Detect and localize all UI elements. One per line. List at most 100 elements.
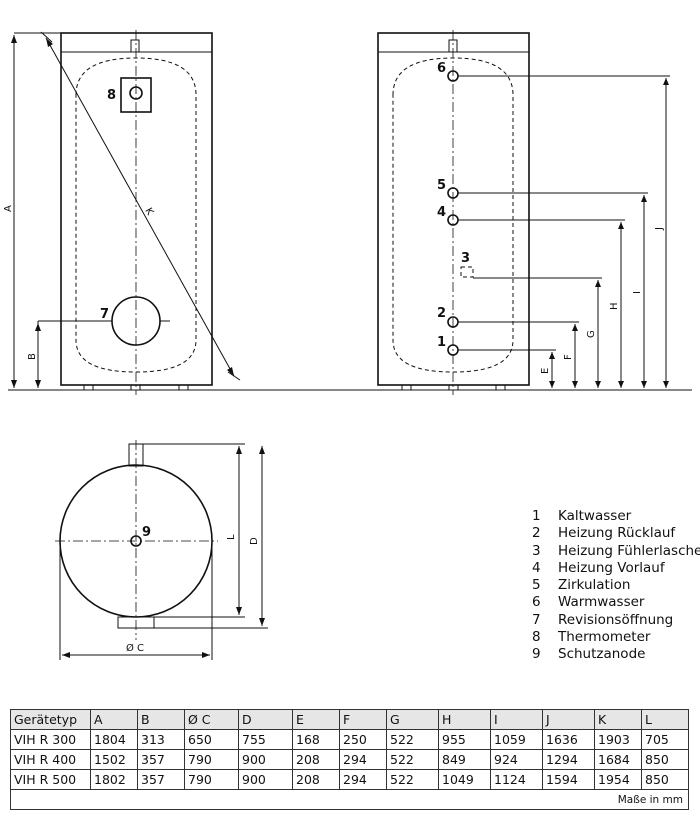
table-header-cell: G <box>386 709 439 730</box>
table-cell: VIH R 300 <box>10 729 91 750</box>
side-inner-vessel <box>392 57 514 373</box>
table-cell: VIH R 400 <box>10 749 91 770</box>
side-tank-body <box>377 32 530 386</box>
legend-label: Heizung Vorlauf <box>558 559 665 576</box>
marker-9: 9 <box>142 525 151 540</box>
table-header-cell: B <box>137 709 185 730</box>
table-header-cell: K <box>594 709 642 730</box>
legend-item: 9 Schutzanode <box>532 646 700 663</box>
table-cell: 1124 <box>490 769 543 790</box>
table-cell: VIH R 500 <box>10 769 91 790</box>
dim-k-label: K <box>142 206 155 217</box>
marker-5: 5 <box>437 178 446 193</box>
legend-number: 3 <box>532 542 541 559</box>
table-cell: 1954 <box>594 769 642 790</box>
table-cell: 1804 <box>90 729 138 750</box>
table-cell: 790 <box>184 769 239 790</box>
side-view: 6 5 4 3 2 1 E F G H I J <box>377 30 670 395</box>
dim-g-label: G <box>586 330 597 338</box>
legend-label: Warmwasser <box>558 594 645 611</box>
marker-4: 4 <box>437 205 446 220</box>
table-cell: 790 <box>184 749 239 770</box>
table-cell: 1903 <box>594 729 642 750</box>
table-header-cell: J <box>542 709 595 730</box>
dim-b-label: B <box>27 353 38 360</box>
dim-h-label: H <box>609 302 620 310</box>
table-header-cell: D <box>238 709 293 730</box>
table-cell: 650 <box>184 729 239 750</box>
marker-6: 6 <box>437 61 446 76</box>
legend-label: Thermometer <box>558 629 651 646</box>
legend-item: 4 Heizung Vorlauf <box>532 560 700 577</box>
legend-number: 5 <box>532 577 541 594</box>
table-cell: 850 <box>641 769 689 790</box>
legend-item: 8 Thermometer <box>532 629 700 646</box>
dim-i-label: I <box>632 291 643 294</box>
table-cell: 357 <box>137 749 185 770</box>
table-cell: 850 <box>641 749 689 770</box>
table-cell: 705 <box>641 729 689 750</box>
table-header-cell: Gerätetyp <box>10 709 91 730</box>
legend-label: Heizung Fühlerlasche <box>558 542 700 559</box>
dim-a-label: A <box>3 205 14 212</box>
legend-number: 2 <box>532 525 541 542</box>
table-unit-row: Maße in mm <box>10 789 689 810</box>
table-cell: 168 <box>292 729 340 750</box>
table-header-cell: L <box>641 709 689 730</box>
table-cell: 1684 <box>594 749 642 770</box>
legend-number: 9 <box>532 646 541 663</box>
table-cell: 313 <box>137 729 185 750</box>
table-cell: 522 <box>386 769 439 790</box>
dim-e-label: E <box>540 368 551 374</box>
marker-2: 2 <box>437 306 446 321</box>
legend-number: 7 <box>532 611 541 628</box>
dim-d-label: D <box>249 537 260 545</box>
legend-label: Zirkulation <box>558 577 631 594</box>
table-header-cell: H <box>438 709 491 730</box>
table-cell: 849 <box>438 749 491 770</box>
legend-item: 5 Zirkulation <box>532 577 700 594</box>
table-cell: 522 <box>386 749 439 770</box>
table-cell: 900 <box>238 769 293 790</box>
table-cell: 924 <box>490 749 543 770</box>
marker-1: 1 <box>437 335 446 350</box>
table-cell: 294 <box>339 769 387 790</box>
table-cell: 1059 <box>490 729 543 750</box>
top-view: 9 L D Ø C <box>55 440 268 660</box>
legend-label: Schutzanode <box>558 646 646 663</box>
table-cell: 755 <box>238 729 293 750</box>
front-view: 8 7 A B K <box>3 30 241 395</box>
front-inner-vessel <box>75 57 197 373</box>
table-header-cell: F <box>339 709 387 730</box>
legend-number: 8 <box>532 629 541 646</box>
marker-8: 8 <box>107 88 116 103</box>
front-tank-body <box>60 32 213 386</box>
table-cell: 250 <box>339 729 387 750</box>
legend-number: 1 <box>532 508 541 524</box>
marker-3: 3 <box>461 251 470 266</box>
table-cell: 208 <box>292 769 340 790</box>
table-cell: 1802 <box>90 769 138 790</box>
table-cell: 1594 <box>542 769 595 790</box>
table-cell: 522 <box>386 729 439 750</box>
table-cell: 900 <box>238 749 293 770</box>
table-header-cell: I <box>490 709 543 730</box>
legend-number: 4 <box>532 559 541 576</box>
table-cell: 208 <box>292 749 340 770</box>
table-cell: 294 <box>339 749 387 770</box>
table-header-cell: Ø C <box>184 709 239 730</box>
table-cell: 955 <box>438 729 491 750</box>
table-cell: 1502 <box>90 749 138 770</box>
table-cell: 1636 <box>542 729 595 750</box>
table-cell: 1049 <box>438 769 491 790</box>
